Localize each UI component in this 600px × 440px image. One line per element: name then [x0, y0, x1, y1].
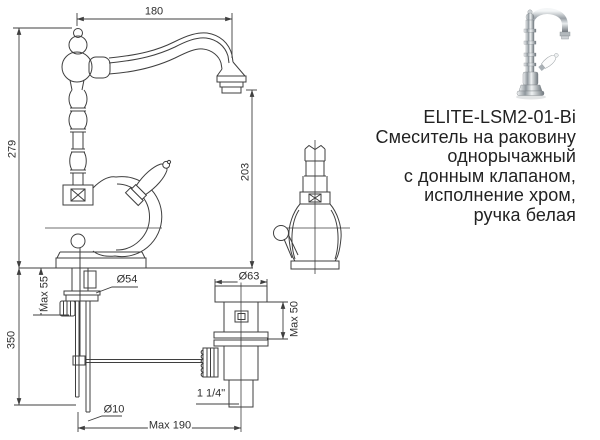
photo-handle	[538, 53, 559, 71]
dim-label-hose-max: Max 190	[147, 419, 193, 432]
dim-label-tail-thread: 1 1/4"	[195, 387, 227, 400]
dim-label-spout-reach: 180	[143, 5, 165, 18]
description-line-1: Смеситель на раковину	[375, 126, 576, 147]
model-number: ELITE-LSM2-01-Bi	[423, 107, 576, 127]
dim-label-base-dia: Ø54	[115, 273, 139, 286]
dim-label-spout-height: 203	[239, 161, 252, 183]
product-photo	[503, 6, 587, 102]
drain-assembly-drawing	[200, 273, 269, 432]
description-line-2: однорычажный	[447, 146, 576, 166]
dim-label-rod-dia: Ø10	[102, 403, 126, 416]
dim-label-total-height: 279	[6, 138, 19, 160]
dim-label-below-deck: 350	[5, 329, 18, 351]
photo-spout	[528, 8, 568, 32]
dimension-lines	[13, 13, 288, 432]
dim-label-drain-dia: Ø63	[237, 270, 261, 283]
dim-label-drain-max: Max 50	[288, 299, 301, 339]
description-line-5: ручка белая	[473, 204, 576, 225]
product-info: ELITE-LSM2-01-Bi Смеситель на раковину о…	[375, 107, 577, 225]
side-view-drawing	[19, 28, 253, 413]
front-view-drawing	[273, 140, 350, 274]
description-line-3: с донным клапаном,	[403, 165, 576, 186]
photo-body	[522, 71, 539, 86]
dim-label-deck-max: Max 55	[38, 274, 51, 314]
description-line-4: исполнение хром,	[424, 185, 576, 205]
photo-shadow	[516, 94, 546, 100]
